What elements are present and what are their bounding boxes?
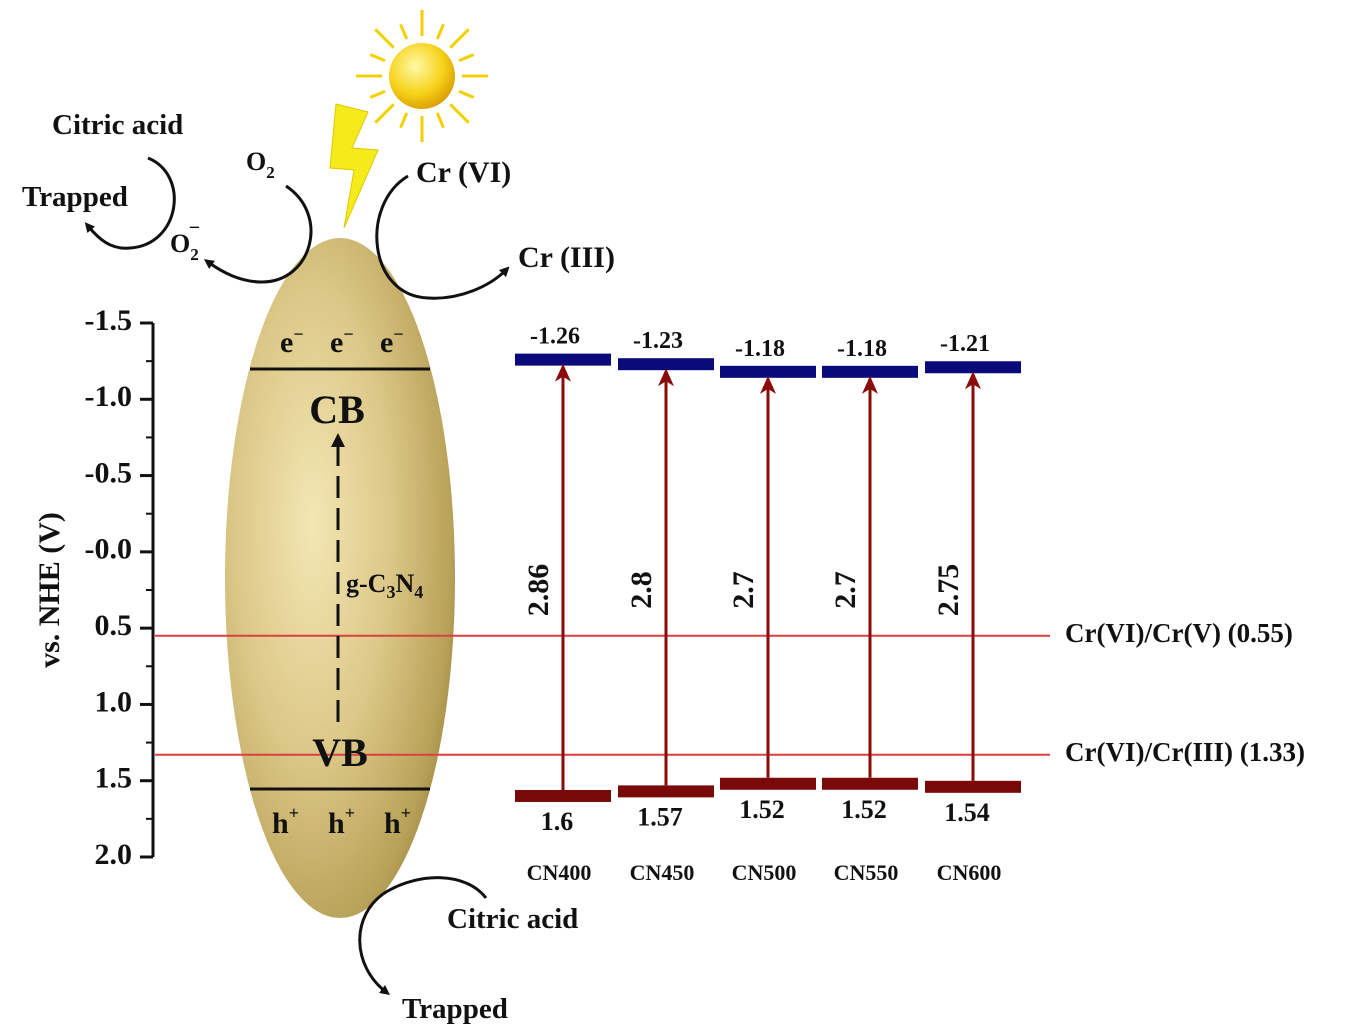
sun-ray: [399, 23, 409, 40]
y-tick-label: 1.0: [95, 685, 133, 718]
vb-value-label: 1.54: [944, 798, 990, 827]
cb-value-label: -1.18: [735, 336, 785, 362]
y-tick-label: -1.5: [85, 304, 133, 337]
y-tick-label: 0.5: [95, 609, 133, 642]
gap-value-label: 2.75: [932, 564, 965, 617]
cb-value-label: -1.23: [633, 328, 683, 354]
citric-bottom-arrow: [358, 876, 488, 996]
vb-label: VB: [312, 730, 368, 775]
sun-ray: [458, 53, 475, 63]
reference-label-cr6-cr5: Cr(VI)/Cr(V) (0.55): [1065, 618, 1293, 648]
gap-value-label: 2.8: [625, 571, 658, 609]
o2-label: O2: [246, 147, 275, 182]
reference-label-cr6-cr3: Cr(VI)/Cr(III) (1.33): [1065, 737, 1305, 767]
citric-acid-bottom-label: Citric acid: [447, 903, 578, 935]
sun-ray: [435, 23, 445, 40]
citric-trap-arrow: [84, 156, 176, 250]
vb-value-label: 1.6: [541, 807, 574, 836]
sun-ray: [458, 89, 475, 99]
y-tick-label: 1.5: [95, 762, 133, 795]
sun-ray: [374, 28, 395, 49]
sun-ray: [399, 112, 409, 129]
cb-bar: [822, 365, 918, 378]
cb-value-label: -1.26: [530, 324, 580, 350]
sun-ray: [435, 112, 445, 129]
vb-bar: [515, 789, 611, 802]
cb-bar: [618, 358, 714, 371]
superoxide-label: O2−: [170, 217, 200, 264]
sun-ray: [449, 103, 470, 124]
material-label: g-C3N4: [346, 569, 423, 602]
vb-bar: [618, 785, 714, 798]
sun-ray: [449, 28, 470, 49]
y-axis-ticks: -1.5 -1.0 -0.5 -0.0 0.5 1.0 1.5 2.0: [85, 304, 153, 871]
trapped-top-label: Trapped: [22, 181, 128, 213]
vb-bar: [720, 777, 816, 790]
cb-value-label: -1.21: [940, 331, 990, 357]
chromium-reduction-arrow: [375, 174, 510, 300]
category-label: CN500: [732, 860, 797, 885]
category-label: CN400: [527, 860, 592, 885]
vb-bar: [822, 777, 918, 790]
cb-bar: [925, 361, 1021, 374]
category-label: CN550: [834, 860, 899, 885]
lightning-icon: [329, 103, 379, 229]
sun-ray: [369, 53, 386, 63]
sun-ray: [374, 103, 395, 124]
cr6-label: Cr (VI): [416, 156, 511, 189]
gap-value-label: 2.7: [829, 571, 862, 609]
sun-icon: [356, 10, 488, 142]
gap-value-label: 2.86: [522, 564, 555, 617]
catalyst-particle: [225, 238, 455, 918]
y-axis-label: vs. NHE (V): [33, 512, 66, 668]
cr3-label: Cr (III): [518, 241, 615, 274]
cb-bar: [515, 353, 611, 366]
sun-ray: [369, 89, 386, 99]
y-tick-label: -0.5: [85, 456, 133, 489]
trapped-bottom-label: Trapped: [402, 993, 508, 1025]
vb-value-label: 1.52: [739, 795, 785, 824]
vb-value-label: 1.52: [841, 795, 887, 824]
cb-bar: [720, 365, 816, 378]
oxygen-reduction-arrow: [203, 184, 313, 284]
category-label: CN600: [937, 860, 1002, 885]
cb-value-label: -1.18: [837, 336, 887, 362]
y-tick-label: -0.0: [85, 533, 133, 566]
y-tick-label: 2.0: [95, 838, 133, 871]
vb-value-label: 1.57: [637, 802, 683, 831]
cb-label: CB: [309, 387, 365, 432]
gap-value-label: 2.7: [727, 571, 760, 609]
vb-bar: [925, 780, 1021, 793]
category-label: CN450: [630, 860, 695, 885]
citric-acid-top-label: Citric acid: [52, 109, 183, 141]
y-tick-label: -1.0: [85, 380, 133, 413]
